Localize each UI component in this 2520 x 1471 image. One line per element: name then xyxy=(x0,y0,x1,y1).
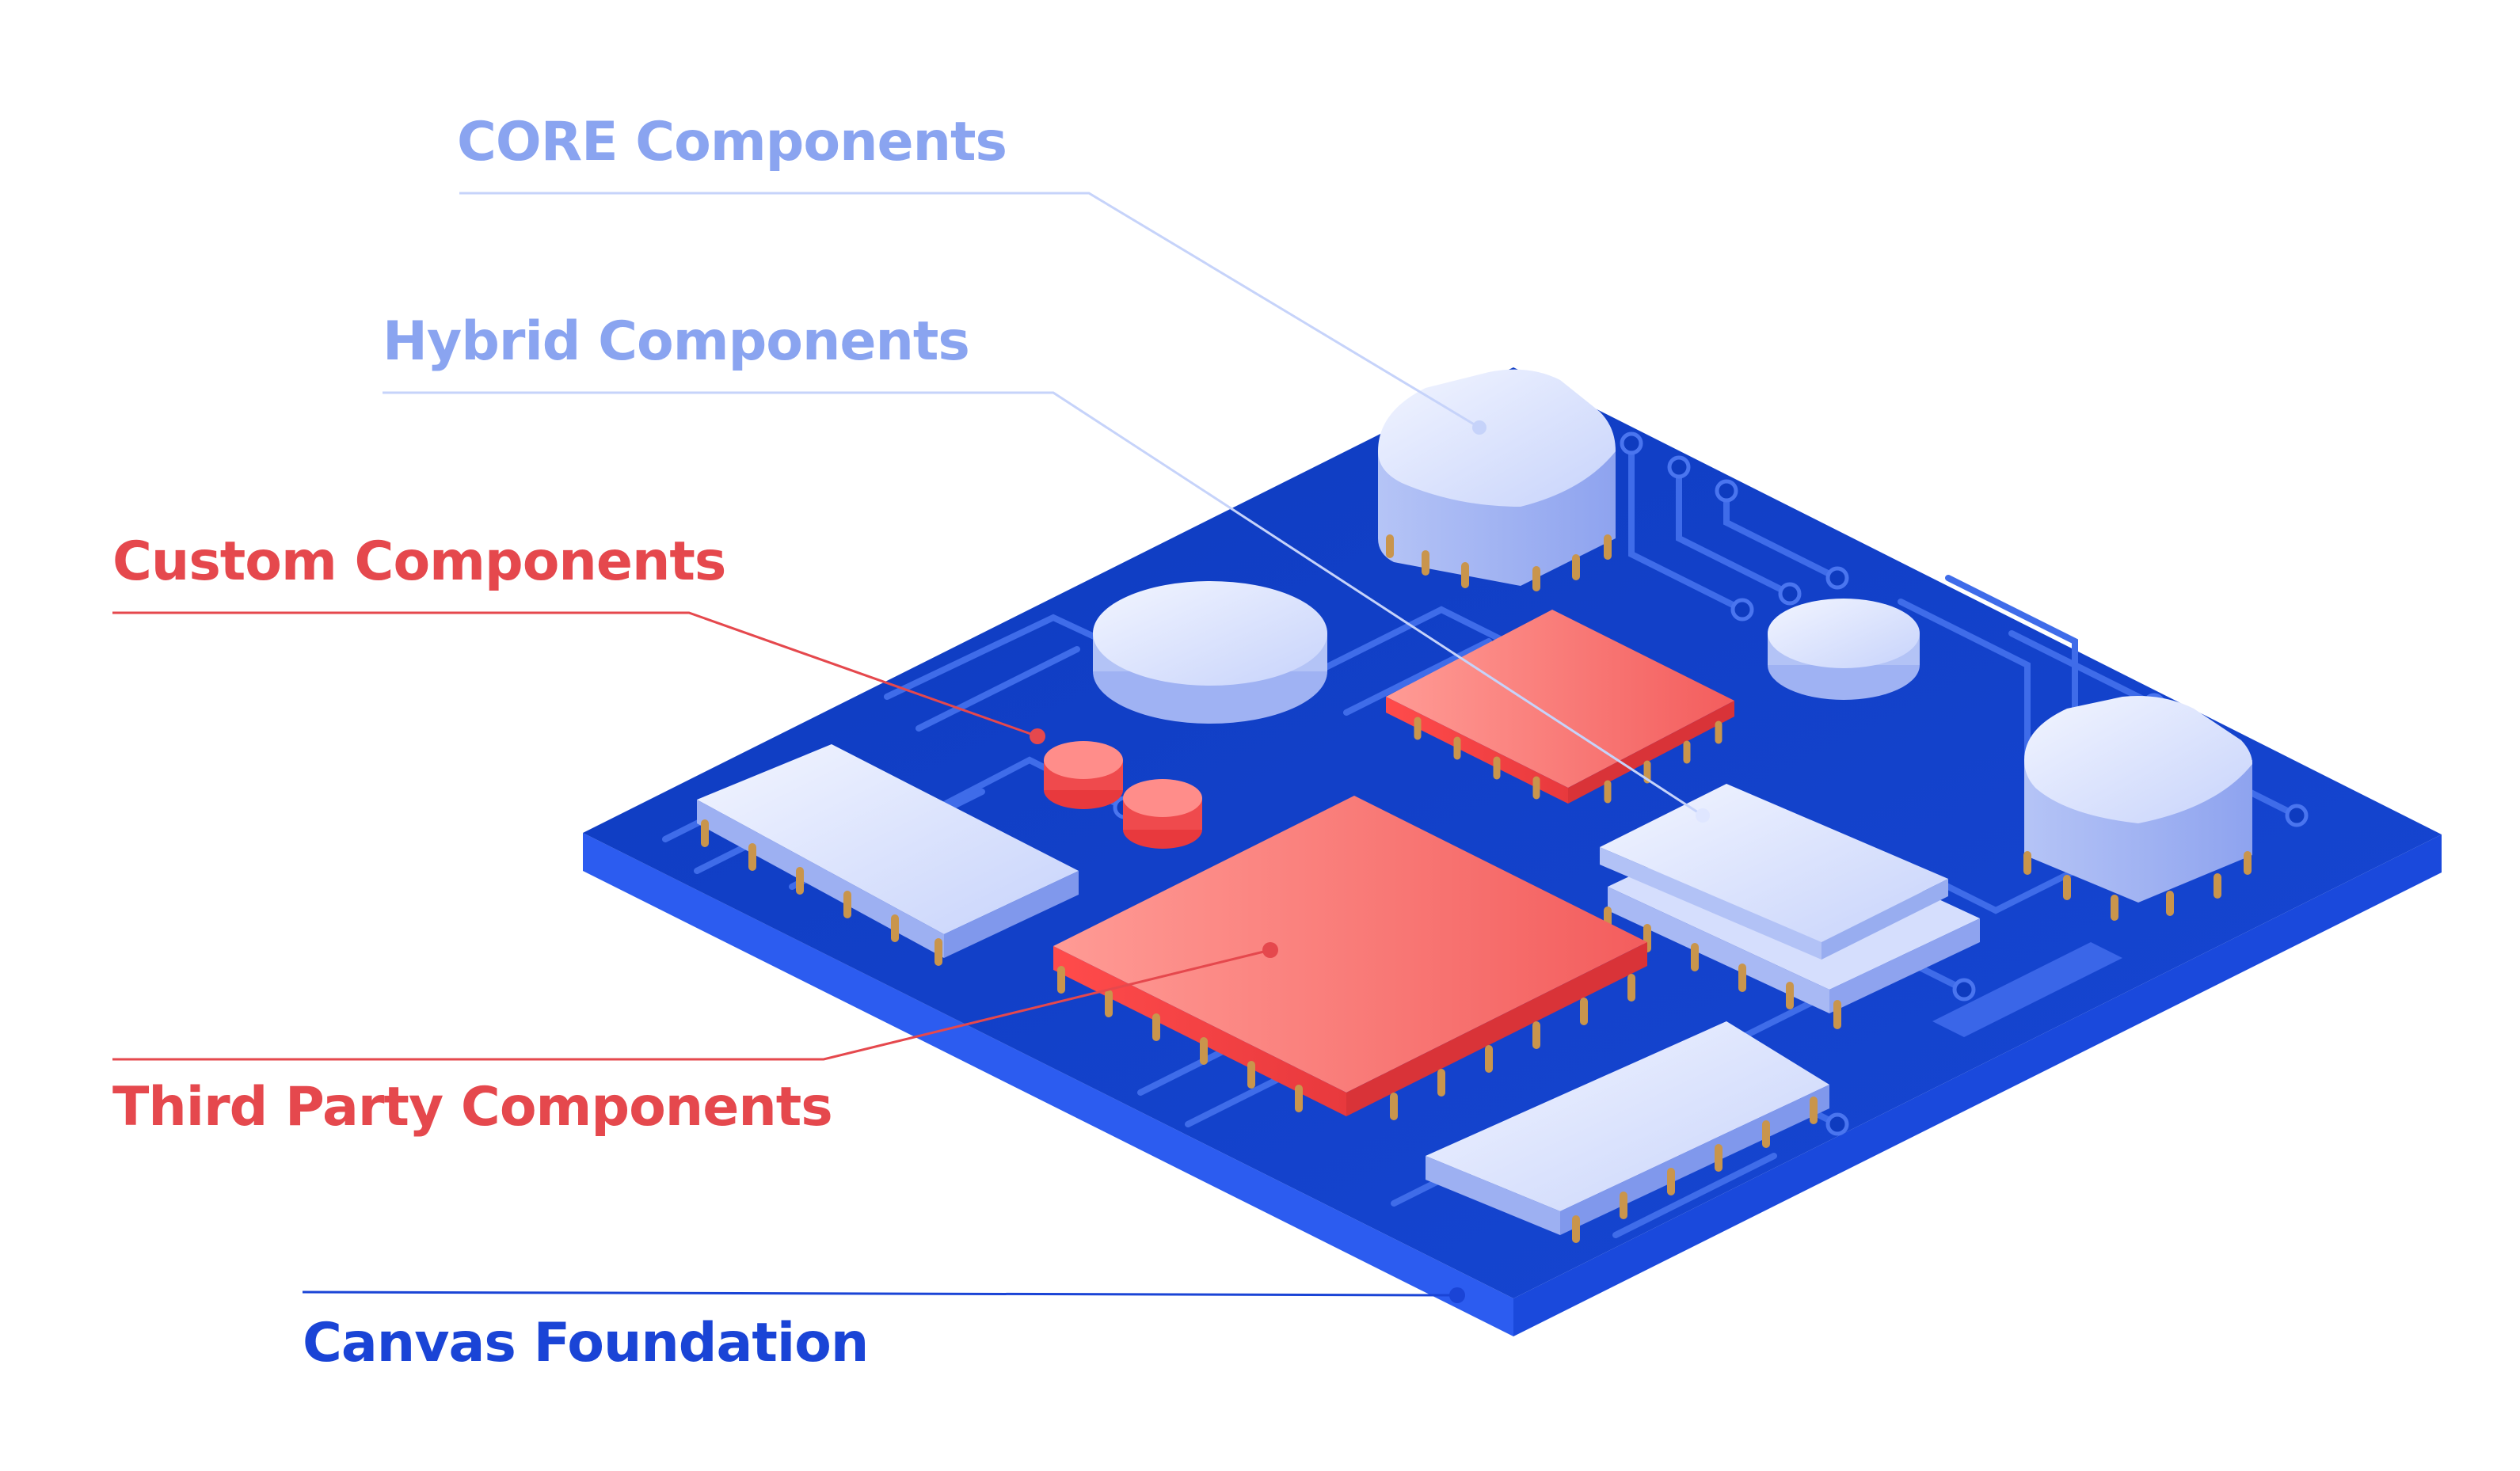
round-capacitor-small xyxy=(1768,599,1920,700)
core-component-block xyxy=(1378,369,1616,591)
core-leader-dot xyxy=(1472,420,1486,435)
third-party-red-chip xyxy=(1053,796,1647,1120)
third-party-components-label: Third Party Components xyxy=(112,1076,833,1138)
canvas-foundation-label: Canvas Foundation xyxy=(303,1312,869,1374)
hybrid-components-label: Hybrid Components xyxy=(383,310,970,373)
custom-leader-line xyxy=(112,611,1038,738)
round-capacitor-large xyxy=(1093,581,1327,724)
core-components-label: CORE Components xyxy=(457,111,1007,173)
core-leader-line xyxy=(459,192,1480,429)
custom-leader-dot xyxy=(1030,728,1045,744)
custom-red-cylinders xyxy=(1044,741,1202,849)
hybrid-leader-dot xyxy=(1696,808,1710,823)
custom-components-label: Custom Components xyxy=(112,530,726,593)
leader-lines xyxy=(112,192,1710,1303)
left-light-chip xyxy=(697,744,1079,966)
third-party-leader-dot xyxy=(1262,942,1278,958)
board-side-left xyxy=(583,833,1513,1336)
board-top xyxy=(583,367,2442,1298)
canvas-leader-dot xyxy=(1449,1287,1465,1303)
hybrid-leader-line xyxy=(383,391,1703,817)
upper-red-chip xyxy=(1386,610,1734,804)
right-rounded-block xyxy=(2023,696,2252,921)
bottom-light-chip xyxy=(1426,1021,1829,1243)
board-connector-strip xyxy=(1932,942,2122,1037)
third-party-leader-line xyxy=(112,948,1271,1061)
canvas-leader-line xyxy=(302,1290,1458,1297)
board-side-right xyxy=(1513,834,2442,1336)
hybrid-stacked-chip xyxy=(1600,784,1980,1029)
